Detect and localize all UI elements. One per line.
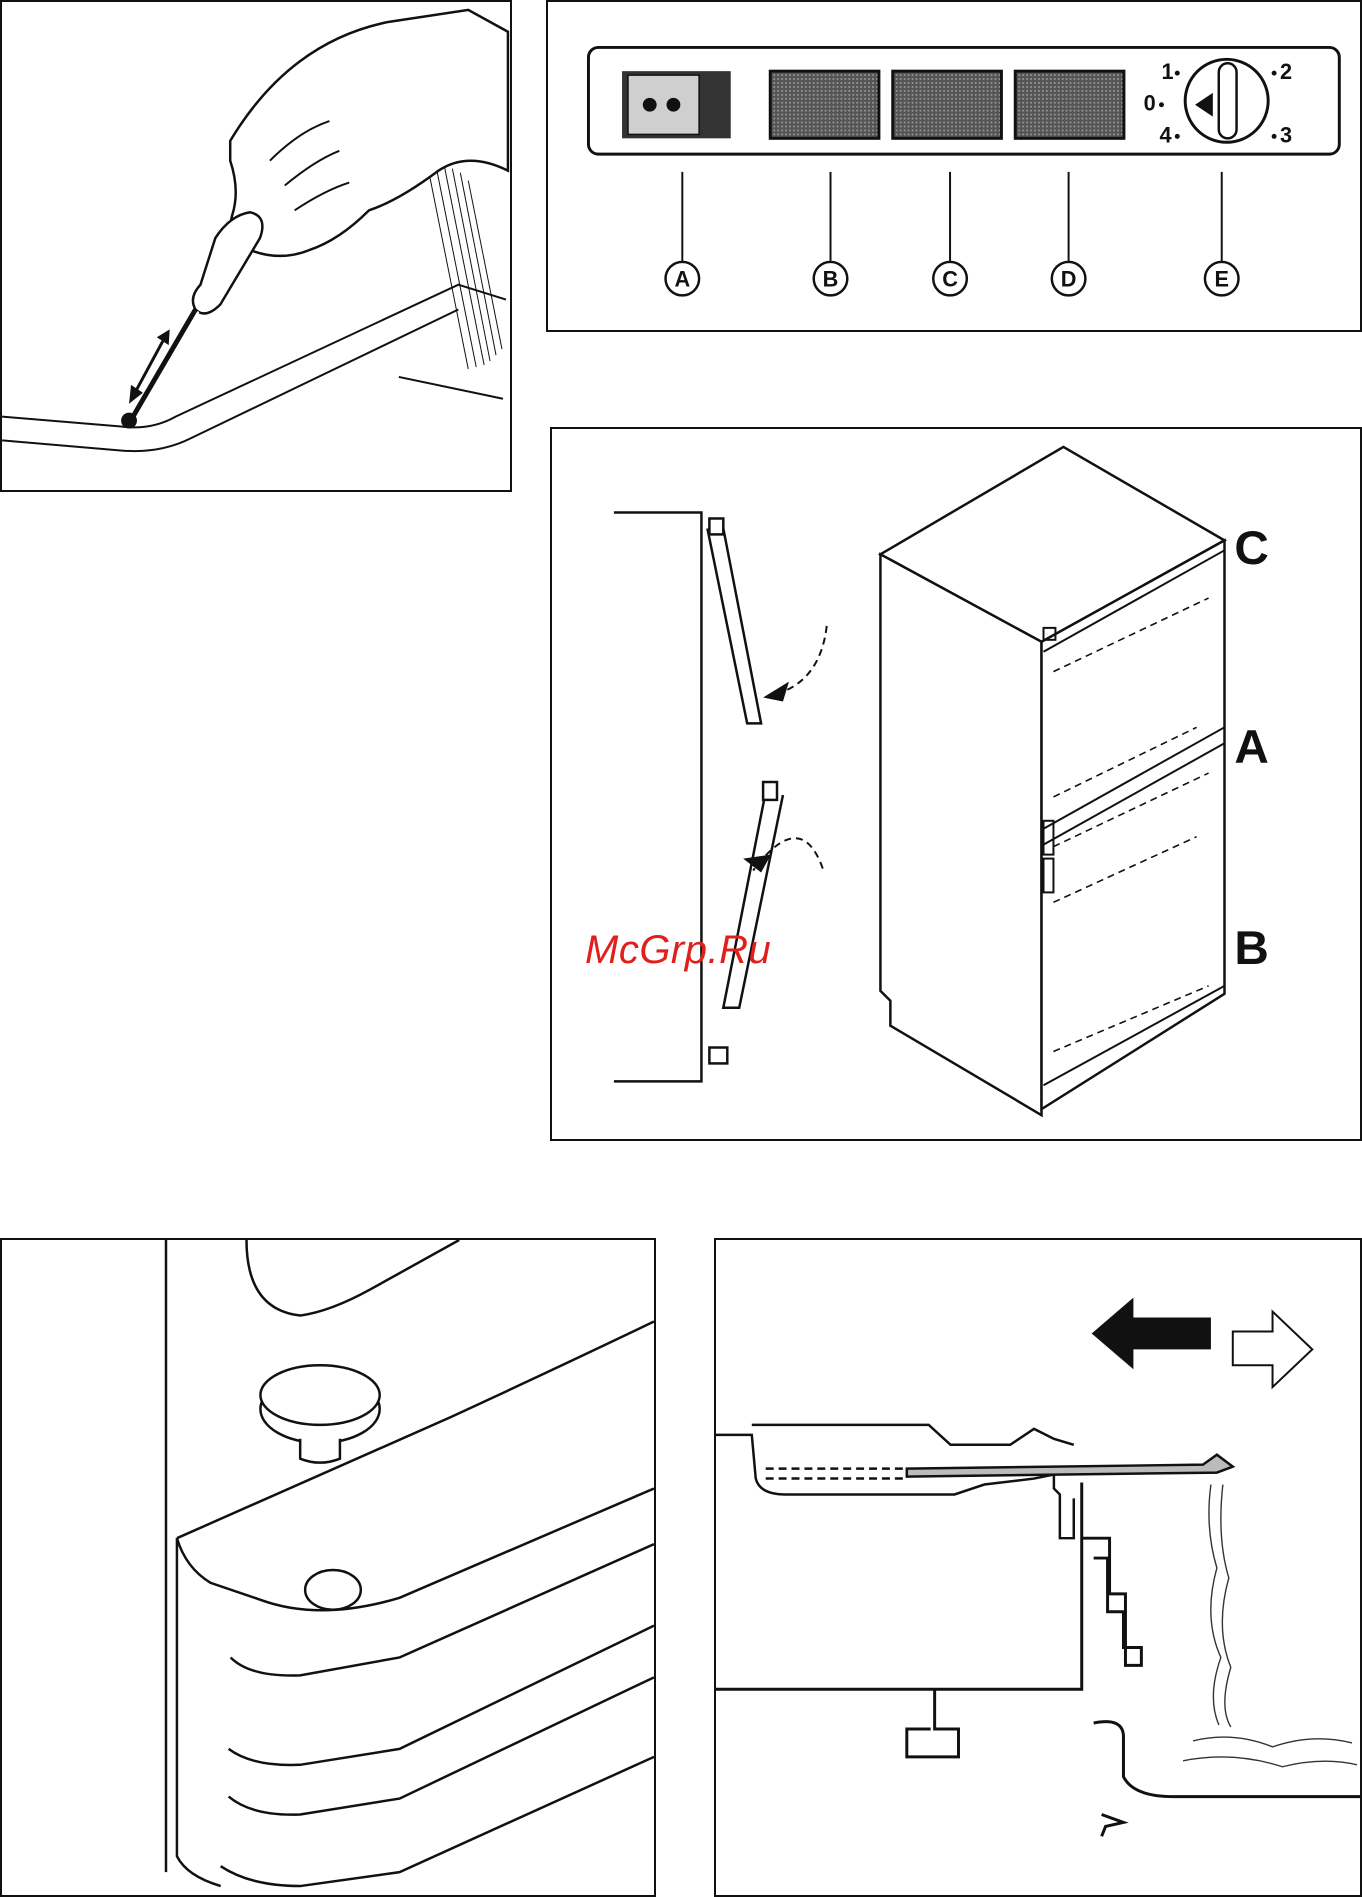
control-panel-diagram: 1 2 0 4 3 A B C D E [546,0,1362,332]
dial-mark-2: 2 [1280,59,1292,84]
door-reversal-diagram: C A B [550,427,1362,1141]
indicator-c [893,71,1002,138]
label-b: B [1234,922,1268,975]
watermark: McGrp.Ru [585,928,771,973]
callout-e: E [1214,267,1229,292]
label-c: C [1234,522,1268,575]
dial-mark-0: 0 [1144,91,1156,116]
drain-cleaning-illustration [0,0,512,492]
dial-mark-4: 4 [1159,122,1171,147]
callout-a: A [674,267,690,292]
door-reversal-drawing: C A B [552,429,1360,1139]
drain-cleaning-drawing [2,2,510,490]
dial-mark-3: 3 [1280,122,1292,147]
indicator-d [1015,71,1124,138]
power-switch [622,71,731,138]
callout-c: C [942,267,958,292]
control-panel-drawing: 1 2 0 4 3 A B C D E [548,2,1360,330]
indicator-b [770,71,879,138]
callout-d: D [1061,267,1077,292]
callout-b: B [823,267,839,292]
label-a: A [1234,721,1268,774]
drain-tray-drawing [716,1240,1360,1895]
drain-tray-illustration [714,1238,1362,1897]
dial-mark-1: 1 [1161,59,1173,84]
leveling-foot-illustration [0,1238,656,1897]
thermostat-dial [1185,59,1268,142]
leveling-foot-drawing [2,1240,654,1895]
